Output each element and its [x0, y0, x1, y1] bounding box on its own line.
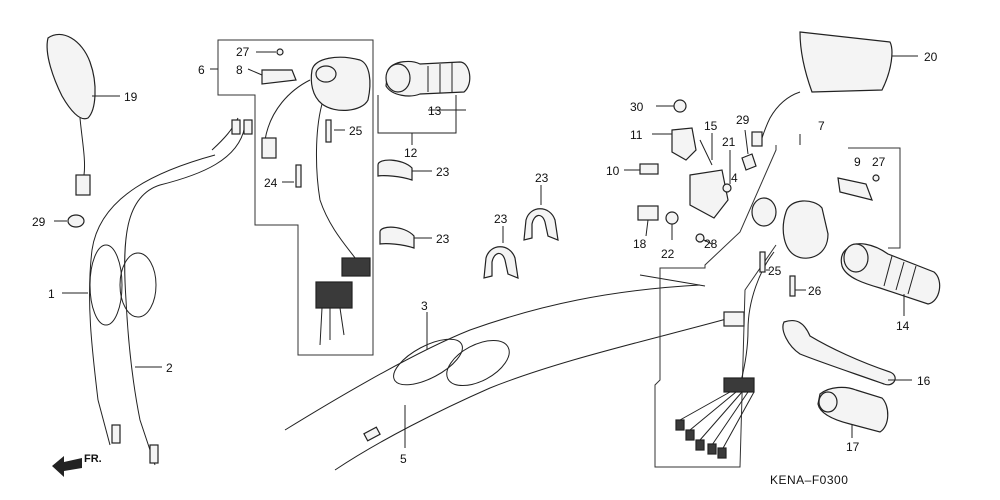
label-23d: 23 — [436, 232, 450, 246]
label-23a: 23 — [436, 165, 450, 179]
cable-2 — [119, 124, 246, 466]
switch-clamp — [261, 69, 297, 85]
label-3: 3 — [421, 299, 428, 313]
label-22: 22 — [661, 247, 675, 261]
brake-lever — [782, 319, 896, 386]
label-17: 17 — [846, 440, 860, 454]
label-9: 9 — [854, 155, 861, 169]
label-10: 10 — [606, 164, 620, 178]
cable-1 — [89, 117, 239, 446]
label-6: 6 — [198, 63, 205, 77]
label-14: 14 — [896, 319, 910, 333]
collar-left — [67, 214, 85, 228]
part-18 — [637, 205, 659, 221]
right-mirror — [751, 31, 893, 147]
front-direction-arrow — [52, 456, 82, 477]
label-30: 30 — [630, 100, 644, 114]
left-switch-box — [217, 39, 374, 356]
master-cylinder-bracket — [671, 99, 729, 219]
label-28: 28 — [704, 237, 718, 251]
left-handlebar-switch — [261, 56, 371, 346]
left-grip — [385, 60, 471, 97]
label-1: 1 — [48, 287, 55, 301]
label-11: 11 — [630, 128, 643, 142]
label-25a: 25 — [349, 124, 363, 138]
label-7: 7 — [818, 119, 825, 133]
right-handlebar-switch — [675, 197, 829, 459]
label-23b: 23 — [535, 171, 549, 185]
label-25b: 25 — [768, 264, 782, 278]
label-18: 18 — [633, 237, 647, 251]
label-2: 2 — [166, 361, 173, 375]
label-29a: 29 — [32, 215, 46, 229]
band-4 — [483, 246, 519, 279]
label-15: 15 — [704, 119, 718, 133]
band-1 — [377, 159, 413, 181]
cable-5 — [334, 311, 745, 471]
label-26: 26 — [808, 284, 822, 298]
label-23c: 23 — [494, 212, 508, 226]
label-5: 5 — [400, 452, 407, 466]
label-12: 12 — [404, 146, 418, 160]
label-27a: 27 — [236, 45, 250, 59]
grip-end-cap — [817, 386, 889, 433]
label-4: 4 — [731, 171, 738, 185]
label-16: 16 — [917, 374, 931, 388]
label-21: 21 — [722, 135, 736, 149]
cable-3 — [284, 274, 706, 431]
label-13: 13 — [428, 104, 442, 118]
right-switch-box — [654, 145, 777, 468]
label-20: 20 — [924, 50, 938, 64]
label-19: 19 — [124, 90, 138, 104]
label-24: 24 — [264, 176, 278, 190]
throttle-grip — [840, 243, 941, 305]
left-mirror — [46, 33, 96, 196]
label-27b: 27 — [872, 155, 886, 169]
direction-label: FR. — [84, 453, 102, 465]
diagram-code: KENA–F0300 — [770, 473, 848, 487]
right-bracket-box — [848, 147, 901, 249]
label-29b: 29 — [736, 113, 750, 127]
band-2 — [379, 226, 415, 249]
band-3 — [523, 208, 559, 241]
label-8: 8 — [236, 63, 243, 77]
